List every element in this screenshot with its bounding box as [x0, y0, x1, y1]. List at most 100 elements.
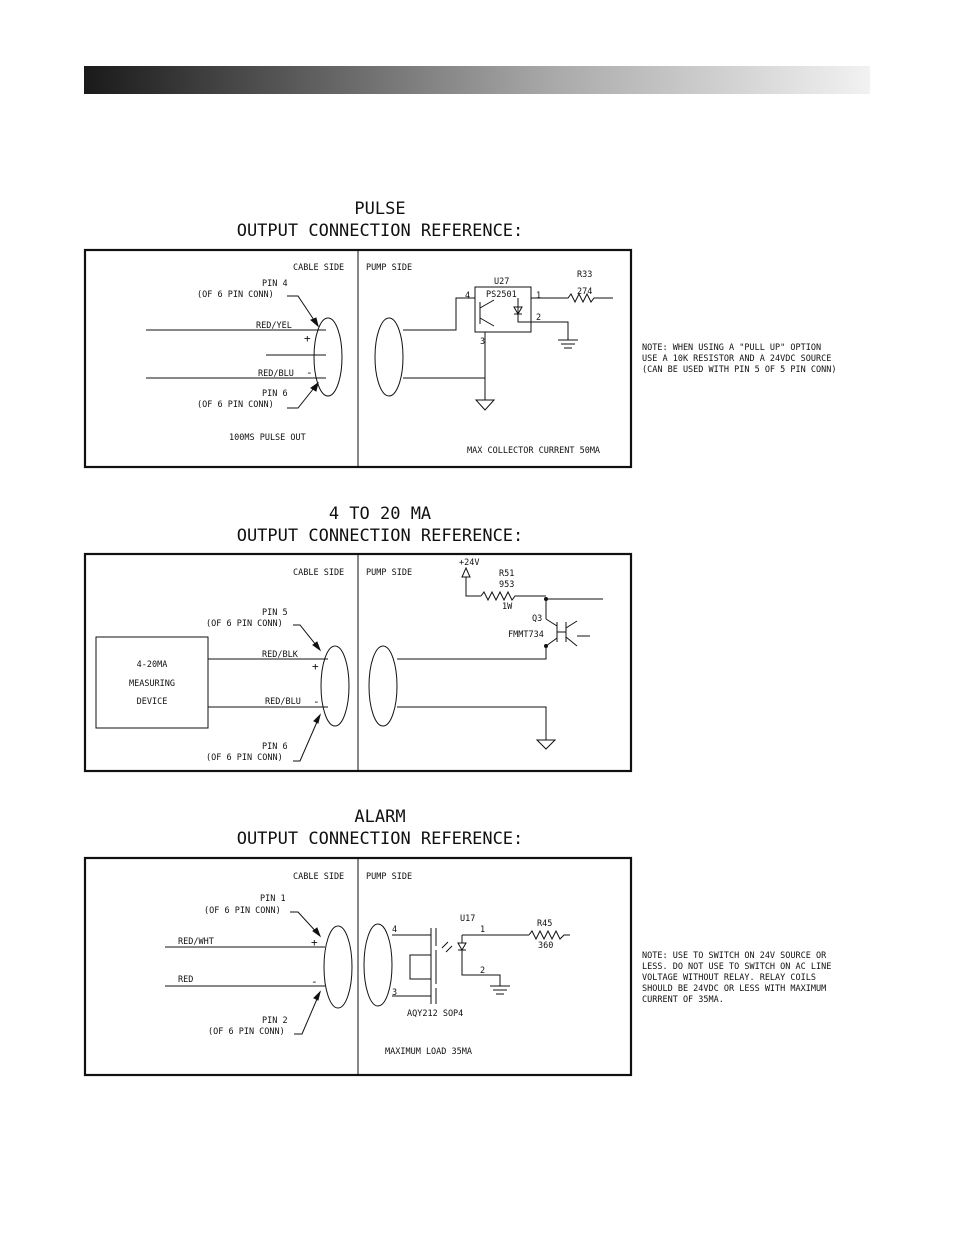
pulse-n4: 4	[465, 291, 470, 301]
alarm-mosfet-link-top	[409, 954, 431, 966]
alarm-pin-a-leader	[290, 911, 321, 937]
ma-q2-emitter	[565, 636, 578, 647]
pulse-cable-side: CABLE SIDE	[293, 263, 344, 273]
alarm-title-line1: ALARM	[354, 807, 406, 827]
pulse-r-value: 274	[577, 287, 592, 297]
ma-wire-pos: RED/BLK	[262, 650, 299, 660]
ma-pos-wire	[397, 646, 547, 660]
alarm-led-bottom	[461, 950, 501, 986]
pulse-u-label: U27	[494, 277, 509, 287]
pulse-r-label: R33	[577, 270, 592, 280]
ma-pin-a-arrow	[312, 641, 322, 652]
ma-pin-b-arrow	[313, 713, 321, 724]
pulse-minus: -	[306, 366, 313, 379]
alarm-mosfet-link-bot	[409, 966, 431, 980]
pulse-pin-b-arrow	[310, 381, 319, 392]
alarm-r-value: 360	[538, 941, 553, 951]
ma-pump-side: PUMP SIDE	[366, 568, 412, 578]
pulse-optocoupler-box	[474, 286, 532, 333]
alarm-pin-a-conn: (OF 6 PIN CONN)	[204, 906, 281, 916]
alarm-cable-side: CABLE SIDE	[293, 872, 344, 882]
ma-device-line1: 4-20MA	[137, 660, 168, 670]
ma-cable-side: CABLE SIDE	[293, 568, 344, 578]
pulse-note: NOTE: WHEN USING A "PULL UP" OPTION USE …	[642, 343, 837, 375]
pulse-led-wire	[517, 298, 531, 323]
alarm-note: NOTE: USE TO SWITCH ON 24V SOURCE OR LES…	[642, 951, 832, 1005]
alarm-n4: 4	[392, 925, 397, 935]
pulse-wire-pos: RED/YEL	[256, 321, 292, 331]
pulse-transistor-emitter	[479, 317, 495, 327]
ma-device-box	[95, 636, 209, 729]
alarm-u-label: U17	[460, 914, 475, 924]
ma-pin-a-conn: (OF 6 PIN CONN)	[206, 619, 283, 629]
alarm-r45-resistor	[528, 929, 570, 941]
ma-diagram: CABLE SIDE PUMP SIDE 4-20MA MEASURING DE…	[83, 552, 633, 773]
pulse-diagram: CABLE SIDE PUMP SIDE PIN 4 (OF 6 PIN CON…	[83, 248, 633, 469]
pulse-n1: 1	[536, 291, 541, 301]
pulse-title-line2: OUTPUT CONNECTION REFERENCE:	[236, 221, 524, 241]
pulse-pin-b-conn: (OF 6 PIN CONN)	[197, 400, 274, 410]
pulse-pump-side: PUMP SIDE	[366, 263, 412, 273]
pulse-connector-cable	[313, 317, 343, 397]
ma-pin-a-leader	[293, 624, 321, 651]
pulse-connector-pump	[374, 317, 404, 397]
alarm-pin-a: PIN 1	[260, 894, 286, 904]
pulse-pin-b: PIN 6	[262, 389, 288, 399]
ma-q-emitter	[545, 637, 558, 647]
ma-pin-b: PIN 6	[262, 742, 288, 752]
alarm-diagram: CABLE SIDE PUMP SIDE PIN 1 (OF 6 PIN CON…	[83, 856, 633, 1077]
ma-pin-a: PIN 5	[262, 608, 288, 618]
alarm-wire-neg: RED	[178, 975, 193, 985]
ma-q-label: Q3	[532, 614, 542, 624]
ma-ground-symbol	[535, 739, 557, 750]
ma-q2-collector	[565, 620, 578, 629]
alarm-n1: 1	[480, 925, 485, 935]
ma-section-title: 4 TO 20 MA OUTPUT CONNECTION REFERENCE:	[160, 503, 600, 547]
alarm-pin-b-leader	[294, 991, 321, 1035]
ma-wire-neg: RED/BLU	[265, 697, 301, 707]
ma-device-line3: DEVICE	[137, 697, 168, 707]
ma-minus: -	[313, 695, 320, 708]
alarm-pin-b: PIN 2	[262, 1016, 288, 1026]
alarm-n2: 2	[480, 966, 485, 976]
pulse-pin2-wire	[531, 321, 569, 340]
alarm-light-arrow1	[441, 941, 449, 949]
alarm-frame	[83, 856, 633, 1077]
ma-r-power: 1W	[502, 602, 513, 612]
alarm-pump-side: PUMP SIDE	[366, 872, 412, 882]
ma-q-collector	[545, 618, 558, 627]
pulse-pin4-wire	[403, 297, 475, 331]
alarm-minus: -	[311, 975, 318, 988]
alarm-title-line2: OUTPUT CONNECTION REFERENCE:	[236, 829, 524, 849]
ma-frame	[83, 552, 633, 773]
pulse-frame	[83, 248, 633, 469]
alarm-pin-a-arrow	[312, 927, 322, 938]
alarm-u-part: AQY212 SOP4	[407, 1009, 463, 1019]
pulse-max-current: MAX COLLECTOR CURRENT 50MA	[467, 446, 600, 456]
ma-r-value: 953	[499, 580, 514, 590]
ma-pin-b-conn: (OF 6 PIN CONN)	[206, 753, 283, 763]
pulse-ground-symbol	[474, 399, 496, 411]
alarm-connector-cable	[323, 925, 353, 1009]
ma-connector-cable	[320, 645, 350, 727]
ma-plus: +	[312, 660, 319, 673]
alarm-light-arrow2	[445, 945, 453, 953]
alarm-plus: +	[311, 936, 318, 949]
pulse-transistor-collector	[479, 299, 495, 309]
ma-title-line2: OUTPUT CONNECTION REFERENCE:	[236, 526, 524, 546]
ma-v24-symbol	[461, 566, 471, 578]
alarm-pin-b-conn: (OF 6 PIN CONN)	[208, 1027, 285, 1037]
alarm-max-load: MAXIMUM LOAD 35MA	[385, 1047, 472, 1057]
ma-v24: +24V	[459, 558, 479, 568]
alarm-pin-b-arrow	[313, 990, 321, 1001]
ma-connector-pump	[368, 645, 398, 727]
alarm-r-label: R45	[537, 919, 552, 929]
pulse-pin-a-leader	[287, 295, 319, 327]
pulse-n2: 2	[536, 313, 541, 323]
pulse-pin-a-conn: (OF 6 PIN CONN)	[197, 290, 274, 300]
pulse-pin-b-leader	[287, 382, 319, 409]
ma-r-label: R51	[499, 569, 514, 579]
pulse-pin-a-arrow	[310, 317, 319, 328]
pulse-u-part: PS2501	[486, 290, 517, 300]
pulse-pin-a: PIN 4	[262, 279, 288, 289]
